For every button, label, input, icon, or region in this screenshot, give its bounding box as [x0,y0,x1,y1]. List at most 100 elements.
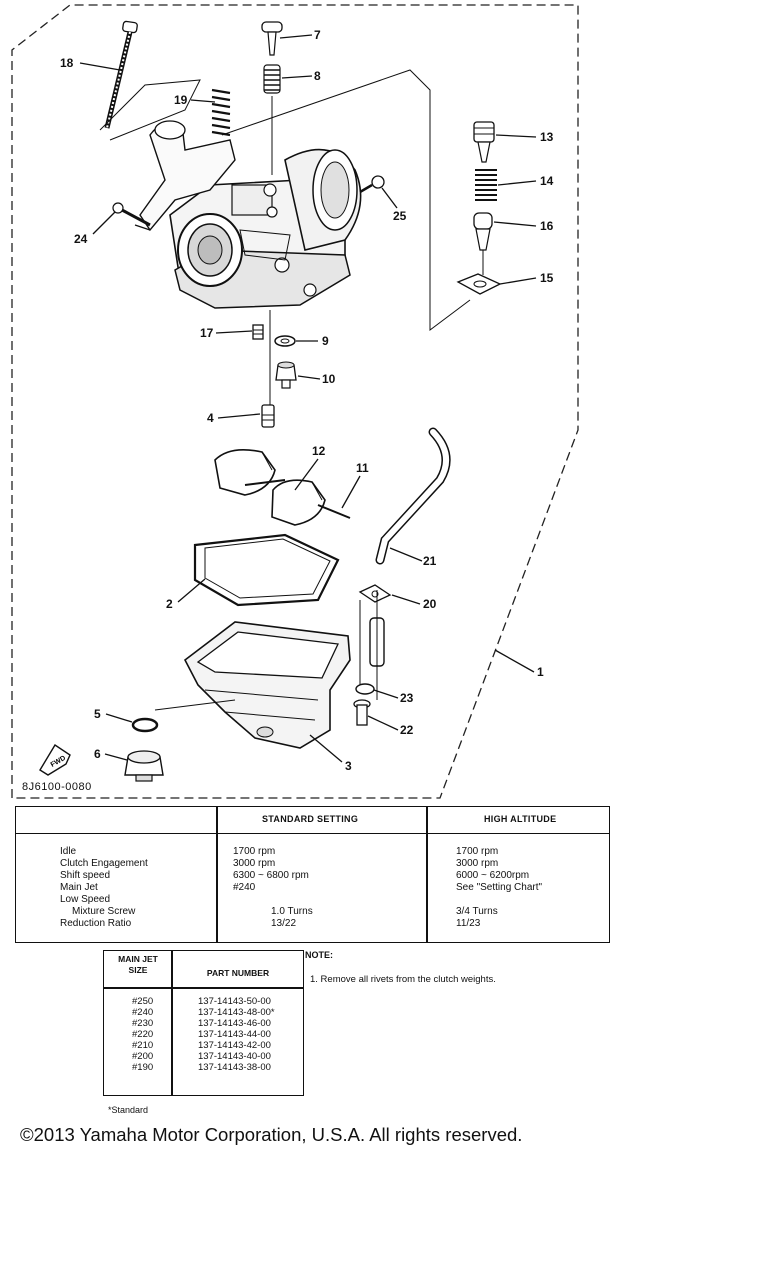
standard-footnote: *Standard [108,1105,149,1115]
jet-part-number: 137-14143-38-00 [198,1062,271,1073]
callout-6: 6 [94,747,101,761]
jet-size: #190 [132,1062,154,1073]
jet-header-rule [104,987,303,989]
part-screw-25 [359,175,385,194]
callout-7: 7 [314,28,321,42]
jet-size: #220 [132,1029,154,1040]
part-o-ring-5 [131,717,159,733]
row-label: Idle [60,846,77,857]
callout-12: 12 [312,444,326,458]
callout-25: 25 [393,209,407,223]
figure-code: 8J6100-0080 [22,781,92,793]
settings-header [16,807,609,834]
high-altitude-value: 6000 ~ 6200rpm [456,870,530,881]
callout-8: 8 [314,69,321,83]
jet-part-number: 137-14143-46-00 [198,1018,271,1029]
callout-2: 2 [166,597,173,611]
standard-value: #240 [233,882,256,893]
jet-part-number: 137-14143-42-00 [198,1040,271,1051]
high-altitude-value: See "Setting Chart" [456,882,543,893]
header-standard-setting: STANDARD SETTING [262,814,359,824]
jet-size: #200 [132,1051,154,1062]
callout-16: 16 [540,219,554,233]
jet-size: #250 [132,996,154,1007]
row-label: Low Speed [60,894,111,905]
callout-24: 24 [74,232,88,246]
callout-17: 17 [200,326,214,340]
part-tube-21 [375,427,451,565]
row-label: Main Jet [60,882,98,893]
row-label: Shift speed [60,870,111,881]
header-main-jet-size: MAIN JET SIZE [118,954,158,975]
jet-size: #210 [132,1040,154,1051]
callout-18: 18 [60,56,74,70]
callout-10: 10 [322,372,336,386]
leader-lines [79,34,537,763]
callout-19: 19 [174,93,188,107]
callout-21: 21 [423,554,437,568]
callout-4: 4 [207,411,214,425]
carburetor-exploded-diagram: FWD 18 7 8 19 13 14 16 [11,4,579,799]
part-screw-22 [353,699,371,726]
jet-size: #230 [132,1018,154,1029]
jet-part-number: 137-14143-44-00 [198,1029,271,1040]
standard-value: 1.0 Turns [271,906,313,917]
part-screw-24 [112,202,151,227]
part-spring-19 [211,88,231,137]
callout-15: 15 [540,271,554,285]
jet-part-number: 137-14143-50-00 [198,996,271,1007]
row-label: Mixture Screw [72,906,136,917]
callout-13: 13 [540,130,554,144]
note-title: NOTE: [305,950,333,960]
part-float-bowl-3 [183,621,351,749]
high-altitude-value: 3/4 Turns [456,906,498,917]
callout-3: 3 [345,759,352,773]
part-jet-17 [252,324,264,340]
header-part-number: PART NUMBER [206,968,270,978]
high-altitude-value: 1700 rpm [456,846,499,857]
callout-11: 11 [356,461,369,475]
part-washer-23 [355,683,375,695]
callout-numbers: 18 7 8 19 13 14 16 15 24 25 17 9 10 4 12… [60,28,554,773]
row-label: Clutch Engagement [60,858,148,869]
jet-size: #240 [132,1007,154,1018]
part-jet-10 [275,361,297,389]
part-pin-11 [317,504,351,519]
high-altitude-value: 3000 rpm [456,858,499,869]
part-spring-14 [475,169,497,201]
standard-value: 3000 rpm [233,858,276,869]
header-high-altitude: HIGH ALTITUDE [484,814,557,824]
note-text: 1. Remove all rivets from the clutch wei… [310,974,496,985]
standard-value: 1700 rpm [233,846,276,857]
copyright-notice: ©2013 Yamaha Motor Corporation, U.S.A. A… [20,1124,523,1145]
assembly-boundary [11,4,579,799]
column-divider [216,807,218,942]
callout-22: 22 [400,723,414,737]
part-bracket-20 [358,584,392,603]
part-jet-4 [261,404,275,428]
fwd-arrow-icon: FWD [39,744,71,776]
callout-23: 23 [400,691,414,705]
main-jet-table: MAIN JET SIZE PART NUMBER #250 #240 #230… [103,950,304,1096]
part-screw-18 [104,20,138,129]
jet-column-divider [171,951,173,1095]
callout-9: 9 [322,334,329,348]
part-plate-15 [456,273,502,295]
high-altitude-value: 11/23 [456,918,481,929]
part-needle-16 [473,212,493,275]
callout-1: 1 [537,665,544,679]
callout-20: 20 [423,597,437,611]
standard-value: 6300 ~ 6800 rpm [233,870,309,881]
part-float-12 [214,449,326,526]
part-gasket-2 [193,533,340,607]
callout-14: 14 [540,174,554,188]
part-screw-7 [261,21,283,56]
row-label: Reduction Ratio [60,918,132,929]
standard-value: 13/22 [271,918,297,929]
part-washer-9 [274,335,296,347]
settings-table: STANDARD SETTING HIGH ALTITUDE Idle Clut… [15,806,610,943]
callout-5: 5 [94,707,101,721]
part-valve-13 [473,121,495,163]
jet-part-number: 137-14143-40-00 [198,1051,271,1062]
part-carburetor-body [134,120,362,309]
